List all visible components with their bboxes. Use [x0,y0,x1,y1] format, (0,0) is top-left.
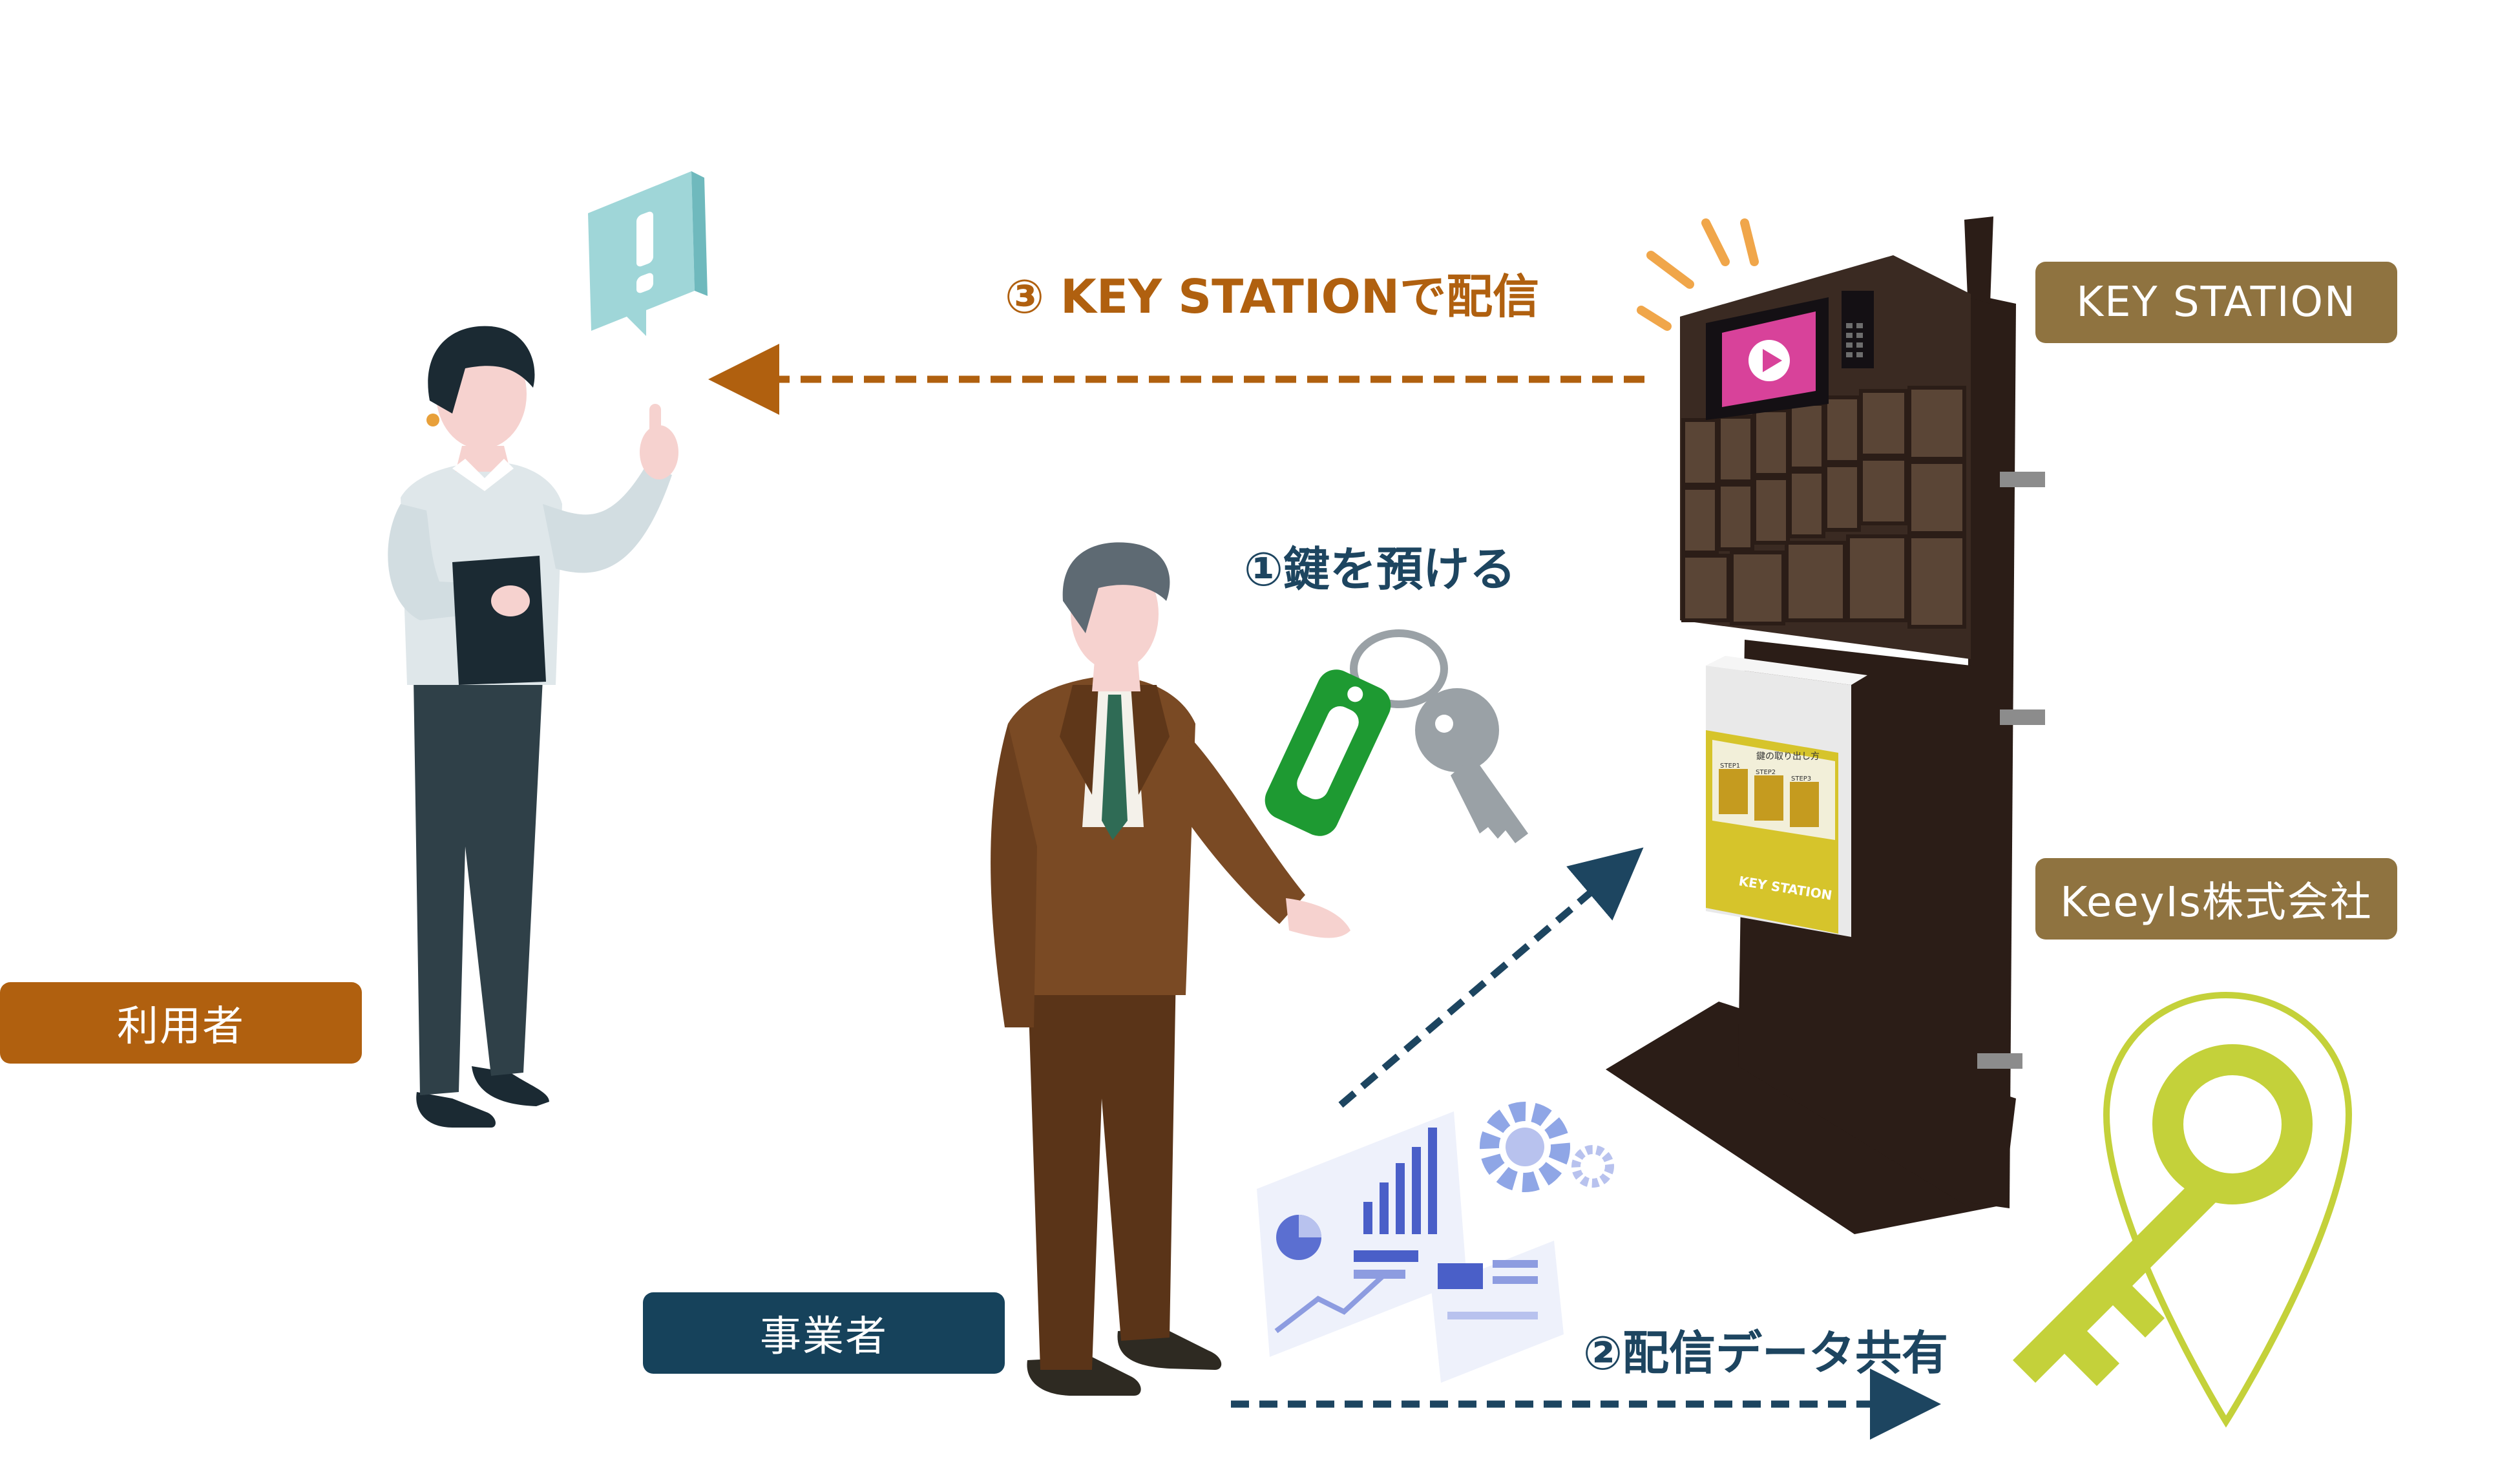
arrow-step1-to-station [1341,866,1622,1105]
kiosk-step3-label: STEP3 [1791,775,1811,783]
key-station-label: KEY STATION [2035,262,2397,343]
kiosk-step2-label: STEP2 [1756,769,1776,776]
kiosk-panel-title: 鍵の取り出し方 [1756,751,1820,762]
user-woman-figure [388,326,678,1128]
notification-icon [588,171,708,336]
key-station-kiosk: 鍵の取り出し方 STEP1 STEP2 STEP3 KEY STATION [1606,216,2045,1234]
kiosk-step1-label: STEP1 [1720,762,1740,770]
business-label: 事業者 [643,1292,1005,1374]
step1-label: ①鍵を預ける [1244,531,1516,599]
play-icon [1748,340,1790,381]
step2-label: ②配信データ共有 [1583,1315,1948,1383]
user-label: 利用者 [0,982,362,1064]
key-icon [1259,633,1528,843]
keeyls-logo-icon [2013,995,2349,1422]
keeyls-company-label: KeeyIs株式会社 [2035,858,2397,940]
gear-icon [1489,1111,1610,1183]
step3-label: ③ KEY STATIONで配信 [1005,258,1539,326]
